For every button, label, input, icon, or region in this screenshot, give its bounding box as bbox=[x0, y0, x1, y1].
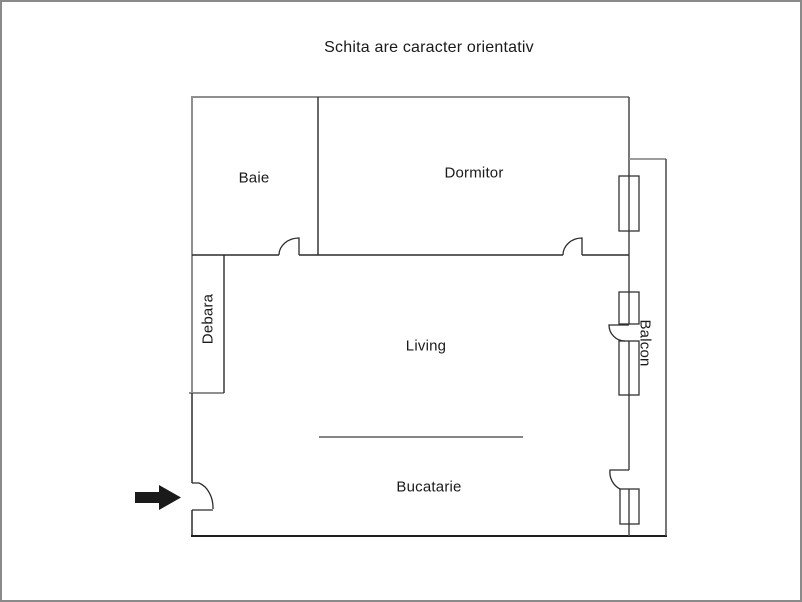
room-label-living: Living bbox=[405, 337, 447, 355]
outer-walls bbox=[189, 96, 629, 394]
window-living-lower bbox=[618, 340, 640, 396]
entrance-door bbox=[192, 482, 214, 511]
window-bucatarie bbox=[619, 488, 640, 525]
windows bbox=[618, 175, 640, 525]
room-label-bucatarie: Bucatarie bbox=[396, 478, 462, 496]
balcony-door-kitchen bbox=[609, 469, 629, 490]
balcony-door-living bbox=[608, 324, 629, 342]
room-label-balcon: Balcon bbox=[636, 319, 654, 367]
balcony-walls bbox=[629, 158, 667, 536]
doors bbox=[192, 237, 629, 511]
partition-walls bbox=[192, 97, 629, 393]
page-title: Schita are caracter orientativ bbox=[324, 39, 534, 56]
baie-door bbox=[278, 237, 300, 256]
entrance-arrow-icon bbox=[135, 485, 181, 510]
window-living-upper bbox=[618, 291, 640, 325]
window-dormitor bbox=[618, 175, 640, 232]
room-label-dormitor: Dormitor bbox=[444, 164, 504, 182]
dormitor-door bbox=[562, 237, 583, 256]
room-label-debara: Debara bbox=[199, 293, 217, 345]
room-label-baie: Baie bbox=[238, 169, 270, 187]
